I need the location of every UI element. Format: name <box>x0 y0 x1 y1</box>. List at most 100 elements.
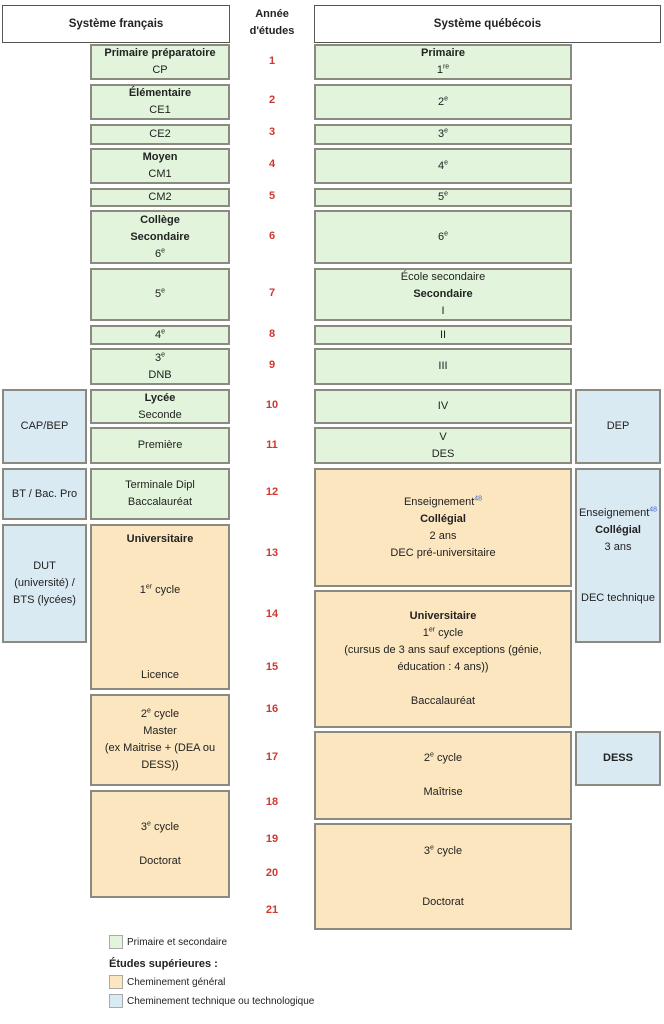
superscript: er <box>428 626 436 634</box>
stage-line: Doctorat <box>422 895 464 908</box>
footnote-ref-link[interactable]: 48 <box>649 505 658 513</box>
legend-technical: Cheminement technique ou technologique <box>109 994 314 1008</box>
stage-line: CP <box>152 64 168 76</box>
superscript: e <box>444 158 449 166</box>
superscript: e <box>444 127 449 135</box>
stage-line: 5e <box>437 190 449 203</box>
year-number: 1 <box>268 55 276 67</box>
stage-line: 3e <box>154 350 166 364</box>
stage-line: Maîtrise <box>423 786 463 798</box>
french-stage: Première <box>90 427 230 464</box>
year-number: 10 <box>265 399 279 411</box>
year-number: 21 <box>265 904 279 916</box>
french-stage: 5e <box>90 268 230 321</box>
header-years-line: d'études <box>249 25 295 37</box>
superscript: e <box>430 751 434 759</box>
stage-line: 3e cycle <box>423 843 463 857</box>
legend-primary: Primaire et secondaire <box>109 935 227 949</box>
quebec-stage: 5e <box>314 188 572 207</box>
stage-line: 5e <box>154 287 166 300</box>
year-number: 12 <box>265 486 279 498</box>
year-number: 14 <box>265 608 279 620</box>
stage-line: CM1 <box>148 168 172 180</box>
legend-higher-title: Études supérieures : <box>109 958 218 970</box>
quebec-stage: III <box>314 348 572 385</box>
stage-line: 2e cycle <box>140 707 180 720</box>
stage-line: Première <box>137 439 183 451</box>
stage-line: 3 ans <box>604 540 632 553</box>
stage-line: Master <box>143 725 177 737</box>
stage-line: Lycée <box>144 391 176 404</box>
stage-line: BT / Bac. Pro <box>11 487 78 500</box>
stage-line: III <box>438 360 448 372</box>
stage-line: Doctorat <box>139 854 181 867</box>
year-number: 19 <box>265 833 279 845</box>
french-stage: 4e <box>90 325 230 345</box>
stage-line: CM2 <box>148 191 172 203</box>
stage-line: 1re <box>436 63 450 76</box>
stage-line: 3e cycle <box>140 819 180 833</box>
superscript: e <box>444 94 449 102</box>
legend-general: Cheminement général <box>109 975 225 989</box>
year-number: 15 <box>265 661 279 673</box>
year-number: 7 <box>268 287 276 299</box>
french-side-stage: BT / Bac. Pro <box>2 468 87 520</box>
legend-label: Primaire et secondaire <box>127 936 228 948</box>
superscript: e <box>161 327 166 335</box>
stage-line: Élémentaire <box>128 87 192 99</box>
stage-line: 6e <box>154 246 166 260</box>
superscript: e <box>444 190 449 198</box>
stage-line: I <box>441 305 445 317</box>
stage-line: Collégial <box>420 512 466 525</box>
superscript: e <box>147 707 151 715</box>
legend-title: Études supérieures : <box>109 958 218 970</box>
stage-line: DESS <box>603 752 633 764</box>
year-number: 13 <box>265 547 279 559</box>
stage-line: éducation : 4 ans)) <box>397 661 489 673</box>
stage-line: 1er cycle <box>422 626 464 639</box>
header-label: Système français <box>68 17 164 30</box>
french-stage: CE2 <box>90 124 230 145</box>
stage-line: Secondaire <box>130 230 190 243</box>
superscript: e <box>161 287 166 295</box>
superscript: e <box>430 843 434 851</box>
stage-line: Collège <box>140 213 180 226</box>
stage-line: IV <box>437 400 449 412</box>
legend-swatch-blue <box>109 994 123 1008</box>
quebec-stage: 6e <box>314 210 572 264</box>
stage-line: (ex Maitrise + (DEA ou <box>104 742 216 754</box>
year-number: 6 <box>268 230 276 242</box>
superscript: re <box>442 63 450 71</box>
stage-line: Baccalauréat <box>410 695 476 707</box>
stage-line: 4e <box>437 158 449 172</box>
superscript: e <box>161 246 166 254</box>
footnote-ref-link[interactable]: 48 <box>474 494 483 502</box>
header-quebec-system: Système québécois <box>314 5 661 43</box>
stage-line: Collégial <box>595 523 641 536</box>
french-stage: CM2 <box>90 188 230 207</box>
stage-line: DEP <box>606 420 630 432</box>
legend-label: Cheminement technique ou technologique <box>127 995 315 1007</box>
stage-line: (université) / <box>14 577 75 589</box>
header-french-system: Système français <box>2 5 230 43</box>
year-number: 9 <box>268 359 276 371</box>
quebec-side-stage: DEP <box>575 389 661 464</box>
french-side-stage: CAP/BEP <box>2 389 87 464</box>
stage-line: BTS (lycées) <box>13 594 76 606</box>
legend-label: Cheminement général <box>127 976 226 988</box>
legend-swatch-green <box>109 935 123 949</box>
